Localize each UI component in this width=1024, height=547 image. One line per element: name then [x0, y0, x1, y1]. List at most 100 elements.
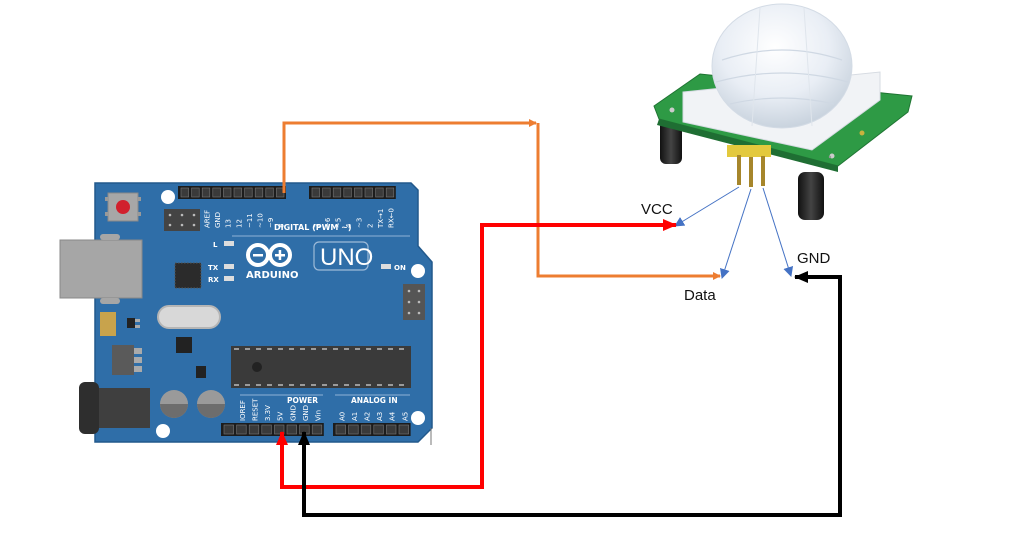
pin-label: 12 [235, 219, 243, 228]
header-pin-socket [398, 424, 409, 435]
header-pin-socket [261, 424, 272, 435]
header-pin-socket [244, 187, 253, 198]
pin-label: ~3 [356, 218, 364, 228]
arduino-logo [246, 243, 292, 267]
crystal-oscillator [157, 305, 221, 329]
fuse [100, 312, 116, 336]
pin-label: ~9 [267, 218, 275, 228]
gnd-wire [794, 271, 842, 515]
mounting-hole [156, 424, 170, 438]
led-tx: TX [208, 264, 234, 272]
pin-label: ~10 [257, 213, 265, 228]
header-pin-socket [201, 187, 211, 198]
header-pin-socket [386, 424, 397, 435]
header-pin-socket [248, 424, 260, 435]
header-pin-socket [191, 187, 200, 198]
pin-label: GND [289, 405, 297, 421]
pin-label: 8 [278, 224, 286, 228]
pin-label: A2 [364, 412, 372, 421]
data-wire-segment-1 [282, 119, 537, 193]
sensor-pin-data [749, 157, 753, 187]
capacitor [197, 390, 225, 418]
header-pin-socket [254, 187, 264, 198]
header-pin-socket [311, 424, 323, 435]
pin-label: A4 [389, 411, 397, 421]
header-pin-socket [236, 424, 247, 435]
mounting-hole [411, 264, 425, 278]
header-pin-socket [223, 424, 234, 435]
model-text: UNO [320, 244, 373, 271]
header-pin-socket [360, 424, 372, 435]
pin-label: A1 [351, 412, 359, 421]
gnd-wire-return [298, 431, 842, 517]
pin-label: 2 [366, 224, 374, 228]
header-pin-socket [348, 424, 359, 435]
header-pin-socket [223, 187, 232, 198]
pin-label: ~5 [335, 218, 343, 228]
led-rx: RX [208, 276, 234, 284]
sensor-capacitor [798, 172, 824, 220]
header-pin-socket [343, 187, 352, 198]
data-wire [536, 123, 721, 280]
header-pin-socket [335, 424, 346, 435]
pin-label: 4 [345, 223, 353, 228]
header-pin-socket [311, 187, 320, 198]
data-pointer [720, 188, 752, 279]
mounting-hole [411, 411, 425, 425]
header-pin-socket [385, 187, 395, 198]
header-pin-socket [286, 424, 297, 435]
sensor-pin-vcc [737, 155, 741, 185]
analog-header-label: ANALOG IN [351, 396, 398, 405]
usb-port [59, 234, 143, 304]
vcc-wire-return [276, 431, 482, 489]
header-pin-socket [322, 187, 331, 198]
power-header [221, 423, 324, 436]
uno-badge [313, 241, 369, 271]
pir-sensor [653, 3, 913, 220]
pin-label: 3.3V [264, 405, 272, 421]
mounting-hole [161, 190, 175, 204]
pin-label: RESET [252, 398, 260, 421]
arduino-brand-text: ARDUINO [246, 270, 298, 281]
header-pin-socket [180, 187, 189, 198]
header-body [309, 186, 396, 199]
svg-text:TX: TX [208, 264, 219, 272]
pin-label: A5 [401, 412, 409, 421]
pin-label: 13 [225, 219, 233, 228]
pin-label: 5V [277, 412, 285, 421]
header-pin-socket [265, 187, 274, 198]
header-pin-socket [354, 187, 363, 198]
dc-power-jack [79, 382, 150, 434]
svg-text:RX: RX [208, 276, 219, 284]
chip-tiny [196, 366, 206, 378]
pin-label: RX←0 [388, 208, 396, 228]
icsp-header-2 [403, 284, 425, 320]
capacitor [160, 390, 188, 418]
icsp-header [164, 209, 200, 231]
header-pin-socket [375, 187, 384, 198]
analog-header [333, 423, 411, 436]
gnd-pointer [762, 187, 794, 277]
pin-label: TX→1 [377, 209, 385, 229]
pin-label: GND [214, 212, 222, 228]
led-on: ON [381, 264, 406, 272]
pin-label: ~11 [246, 213, 254, 228]
chip-small [176, 337, 192, 353]
pin-label: A0 [338, 412, 346, 421]
digital-header-label: DIGITAL (PWM ~) [274, 223, 352, 232]
fresnel-lens-dome [711, 3, 853, 129]
led-l: L [213, 241, 234, 249]
atmega-microcontroller [231, 346, 411, 388]
pin-label: AREF [204, 210, 212, 228]
pin-label: IOREF [239, 400, 247, 421]
header-pin-socket [212, 187, 221, 198]
header-pin-socket [233, 187, 242, 198]
usb-chip [174, 262, 202, 289]
pin-label: ~6 [324, 217, 332, 228]
header-pin-socket [373, 424, 384, 435]
